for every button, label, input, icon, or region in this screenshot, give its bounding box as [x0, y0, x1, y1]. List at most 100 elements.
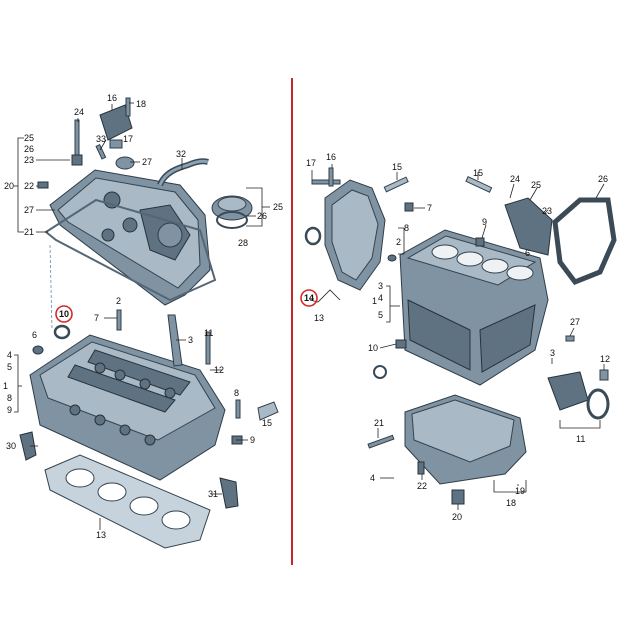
callout: 9: [7, 405, 12, 415]
bolt-8: [235, 399, 241, 419]
left-leaders: [14, 102, 270, 530]
callout: 12: [600, 354, 610, 364]
callout: 30: [6, 441, 16, 451]
injector: [167, 314, 183, 367]
bolt-23: [71, 154, 83, 166]
highlight-circle-left: [55, 305, 73, 323]
dowel-15: [383, 176, 409, 193]
seal-3: [373, 365, 387, 379]
callout: 18: [136, 99, 146, 109]
bolt-24: [74, 119, 80, 157]
callout: 1: [372, 296, 377, 306]
callout: 27: [570, 317, 580, 327]
callout: 25: [273, 202, 283, 212]
callout: 26: [598, 174, 608, 184]
cover-26: [552, 197, 617, 286]
bracket-16: [99, 104, 133, 141]
callout: 33: [96, 134, 106, 144]
callout: 20: [452, 512, 462, 522]
sensor-20: [451, 489, 465, 505]
callout: 18: [506, 498, 516, 508]
callout: 4: [378, 293, 383, 303]
pin-27: [565, 335, 575, 342]
callout: 26: [24, 144, 34, 154]
callout: 23: [24, 155, 34, 165]
bolt-22: [37, 181, 49, 189]
callout: 11: [576, 434, 585, 444]
plug-6: [387, 254, 397, 262]
valve-cover-gasket: [44, 198, 217, 302]
callout: 9: [250, 435, 255, 445]
plug-9: [475, 237, 485, 247]
bracket-24: [504, 197, 553, 256]
pipe-10: [395, 339, 407, 349]
right-callouts: 17 16 15 15 24 25 26 23 7 9 8 6 2 3 4 1 …: [306, 152, 610, 522]
callout: 2: [116, 296, 121, 306]
callout: 16: [107, 93, 117, 103]
callout: 15: [392, 162, 402, 172]
callout: 6: [525, 248, 530, 258]
bolt-16: [328, 167, 334, 187]
part-30: [19, 431, 37, 461]
sensor-15: [257, 401, 279, 421]
cylinder-head: [29, 334, 226, 481]
cylinder-block: [399, 229, 549, 386]
bolt-33: [95, 143, 107, 160]
dowel-21: [367, 434, 395, 449]
callout: 21: [374, 418, 384, 428]
callout: 27: [142, 157, 152, 167]
bolt-12: [599, 369, 609, 381]
callout: 3: [378, 281, 383, 291]
bolt-18: [125, 97, 131, 117]
rear-seal: [586, 388, 610, 420]
callout: 5: [7, 362, 12, 372]
callout: 12: [214, 365, 224, 375]
valve-cover: [49, 169, 211, 306]
bolt-17: [311, 179, 341, 185]
callout: 24: [74, 107, 84, 117]
right-leaders: [309, 164, 605, 510]
plug-6: [32, 345, 44, 355]
callout: 26: [257, 211, 267, 221]
seal-10: [53, 324, 71, 340]
dowel-15b: [465, 176, 493, 193]
callout: 16: [326, 152, 336, 162]
callout: 24: [510, 174, 520, 184]
callout: 17: [306, 158, 316, 168]
callout: 28: [238, 238, 248, 248]
callout: 21: [24, 227, 34, 237]
head-gasket: [44, 454, 211, 549]
callout: 19: [515, 486, 525, 496]
oil-sump: [404, 394, 527, 485]
drain-plug-22: [417, 461, 425, 475]
cap-27: [115, 156, 135, 170]
callout: 22: [24, 181, 34, 191]
callout: 31: [208, 489, 218, 499]
callout: 22: [417, 481, 427, 491]
seal-14: [304, 226, 322, 246]
callout: 8: [7, 393, 12, 403]
callout: 15: [262, 418, 272, 428]
callout: 6: [32, 330, 37, 340]
callout: 20: [4, 181, 14, 191]
bolt-2: [116, 309, 122, 331]
left-callouts: 16 18 24 33 17 32 27 25 26 23 20 22 27 2…: [3, 93, 283, 540]
highlighted-callout-left: 10: [59, 309, 69, 319]
callout: 8: [404, 223, 409, 233]
callout: 1: [3, 381, 8, 391]
callout: 5: [378, 310, 383, 320]
bracket-17: [109, 139, 123, 149]
callout: 25: [24, 133, 34, 143]
callout: 15: [473, 168, 483, 178]
callout: 27: [24, 205, 34, 215]
callout: 9: [482, 217, 487, 227]
callout: 3: [550, 348, 555, 358]
callout: 4: [7, 350, 12, 360]
timing-cover: [324, 179, 386, 291]
highlight-circle-right: [300, 289, 318, 307]
callout: 2: [396, 237, 401, 247]
bolt-7: [404, 202, 414, 212]
bolt-11: [205, 331, 211, 365]
